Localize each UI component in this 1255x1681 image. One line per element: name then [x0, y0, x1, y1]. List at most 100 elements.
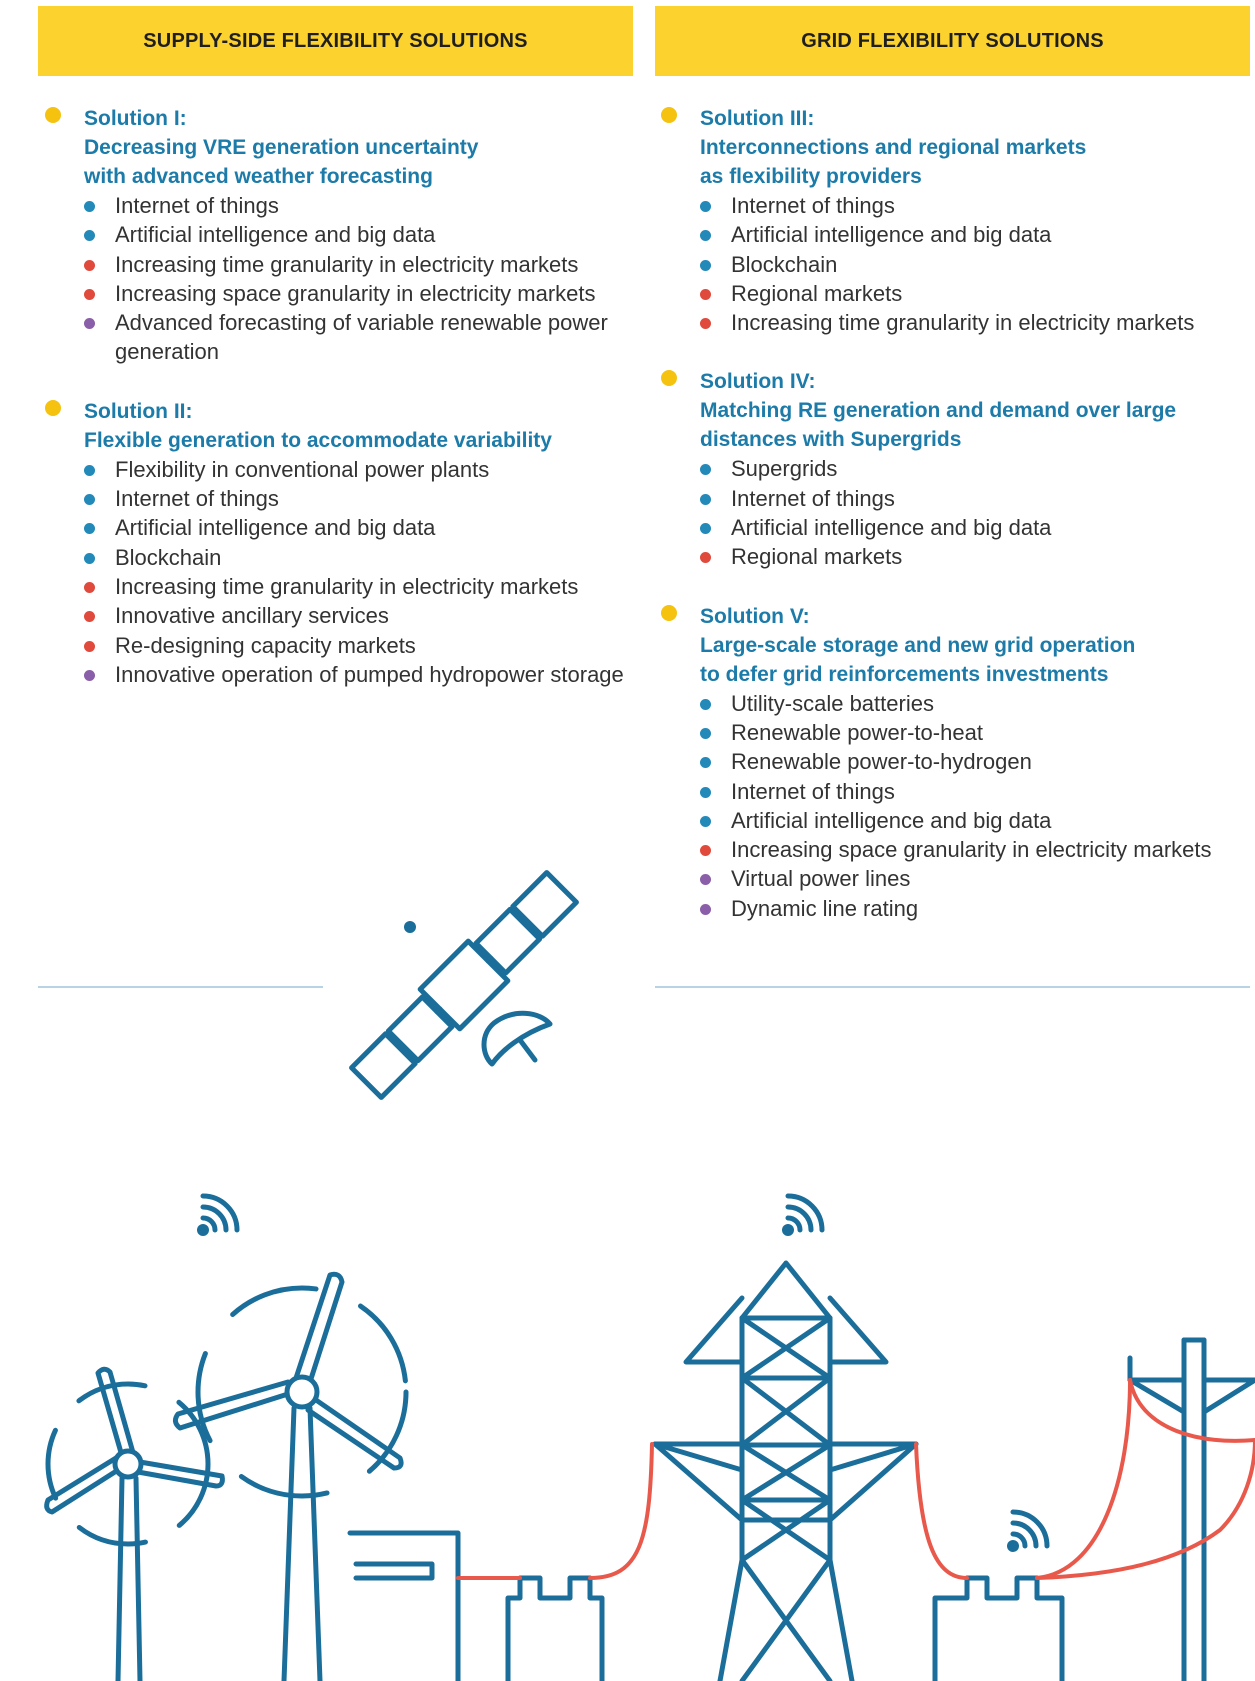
technology-bullet-icon — [700, 259, 711, 271]
solution-title: Solution III: Interconnections and regio… — [700, 107, 1087, 188]
solution-marker-icon — [661, 370, 677, 387]
market-bullet-icon — [84, 581, 95, 593]
item-label: Increasing space granularity in electric… — [115, 280, 596, 306]
list-item: Innovative ancillary services — [84, 601, 645, 630]
transmission-tower-icon — [652, 1260, 919, 1681]
item-label: Internet of things — [115, 193, 279, 218]
item-label: Virtual power lines — [731, 866, 911, 892]
item-label: Renewable power-to-hydrogen — [731, 749, 1032, 775]
solution-block: Solution I: Decreasing VRE generation un… — [45, 104, 645, 367]
item-label: Artificial intelligence and big data — [115, 515, 436, 541]
item-label: Increasing time granularity in electrici… — [115, 251, 579, 277]
market-bullet-icon — [700, 318, 711, 330]
power-plant-icon — [347, 1530, 461, 1681]
market-bullet-icon — [84, 640, 95, 652]
item-label: Increasing space granularity in electric… — [731, 837, 1212, 863]
list-item: Advanced forecasting of variable renewab… — [84, 308, 645, 367]
list-item: Supergrids — [700, 454, 1255, 483]
technology-bullet-icon — [84, 464, 95, 476]
supply-side-header: SUPPLY-SIDE FLEXIBILITY SOLUTIONS — [38, 6, 633, 76]
right-divider — [655, 986, 1250, 988]
item-label: Artificial intelligence and big data — [731, 515, 1052, 541]
item-label: Innovative operation of pumped hydropowe… — [115, 661, 624, 687]
solution-marker-icon — [45, 399, 61, 416]
system-operation-bullet-icon — [700, 874, 711, 886]
grid-flexibility-header: GRID FLEXIBILITY SOLUTIONS — [655, 6, 1250, 76]
wind-turbine-icon — [172, 1271, 409, 1681]
item-label: Blockchain — [115, 544, 222, 570]
technology-bullet-icon — [84, 230, 95, 242]
technology-bullet-icon — [84, 552, 95, 564]
technology-bullet-icon — [700, 464, 711, 476]
solution-block: Solution III: Interconnections and regio… — [661, 104, 1255, 337]
wifi-signal-icon — [197, 1193, 240, 1236]
solution-item-list: Flexibility in conventional power plants… — [84, 455, 645, 689]
technology-bullet-icon — [700, 698, 711, 710]
market-bullet-icon — [84, 288, 95, 300]
item-label: Regional markets — [731, 280, 903, 306]
technology-bullet-icon — [700, 815, 711, 827]
power-lines — [456, 1378, 1255, 1580]
technology-bullet-icon — [700, 201, 711, 212]
system-operation-bullet-icon — [84, 318, 95, 330]
item-label: Utility-scale batteries — [731, 690, 934, 716]
technology-bullet-icon — [700, 230, 711, 242]
solution-block: Solution V: Large-scale storage and new … — [661, 602, 1255, 923]
market-bullet-icon — [700, 552, 711, 564]
list-item: Flexibility in conventional power plants — [84, 455, 645, 484]
solution-title: Solution II: Flexible generation to acco… — [84, 399, 552, 452]
system-operation-bullet-icon — [84, 669, 95, 681]
substation-icon — [932, 1575, 1065, 1681]
system-operation-bullet-icon — [700, 903, 711, 915]
item-label: Innovative ancillary services — [115, 603, 389, 629]
list-item: Artificial intelligence and big data — [84, 513, 645, 542]
technology-bullet-icon — [700, 493, 711, 505]
wind-turbine-icon — [44, 1366, 225, 1681]
technology-bullet-icon — [84, 523, 95, 535]
technology-bullet-icon — [84, 201, 95, 212]
list-item: Internet of things — [84, 191, 645, 220]
item-label: Increasing time granularity in electrici… — [115, 573, 579, 599]
list-item: Artificial intelligence and big data — [700, 806, 1255, 835]
list-item: Utility-scale batteries — [700, 689, 1255, 718]
item-label: Renewable power-to-heat — [731, 719, 983, 745]
list-item: Artificial intelligence and big data — [700, 220, 1255, 249]
solution-block: Solution II: Flexible generation to acco… — [45, 397, 645, 689]
list-item: Internet of things — [700, 777, 1255, 806]
substation-icon — [505, 1575, 605, 1681]
technology-bullet-icon — [700, 727, 711, 739]
grid-flexibility-header-label: GRID FLEXIBILITY SOLUTIONS — [801, 29, 1104, 52]
list-item: Renewable power-to-hydrogen — [700, 747, 1255, 776]
solution-title: Solution V: Large-scale storage and new … — [700, 604, 1136, 686]
list-item: Internet of things — [700, 484, 1255, 513]
list-item: Increasing time granularity in electrici… — [700, 308, 1255, 337]
item-label: Artificial intelligence and big data — [115, 222, 436, 248]
list-item: Dynamic line rating — [700, 894, 1255, 923]
item-label: Artificial intelligence and big data — [731, 222, 1052, 248]
satellite-icon — [349, 870, 579, 1100]
list-item: Innovative operation of pumped hydropowe… — [84, 660, 645, 689]
wifi-signal-icon — [782, 1193, 825, 1236]
solution-marker-icon — [661, 107, 677, 123]
list-item: Blockchain — [84, 543, 645, 572]
item-label: Re-designing capacity markets — [115, 632, 416, 658]
list-item: Regional markets — [700, 542, 1255, 571]
item-label: Supergrids — [731, 456, 838, 482]
solution-title: Solution I: Decreasing VRE generation un… — [84, 107, 479, 188]
market-bullet-icon — [84, 611, 95, 623]
list-item: Increasing time granularity in electrici… — [84, 250, 645, 279]
solution-marker-icon — [45, 107, 61, 123]
item-label: Internet of things — [731, 193, 895, 218]
item-label: Artificial intelligence and big data — [731, 807, 1052, 833]
item-label: Increasing time granularity in electrici… — [731, 310, 1195, 336]
item-label: Blockchain — [731, 251, 838, 277]
left-divider — [38, 986, 323, 988]
item-label: Internet of things — [731, 485, 895, 511]
item-label: Flexibility in conventional power plants — [115, 456, 490, 482]
technology-bullet-icon — [700, 523, 711, 535]
